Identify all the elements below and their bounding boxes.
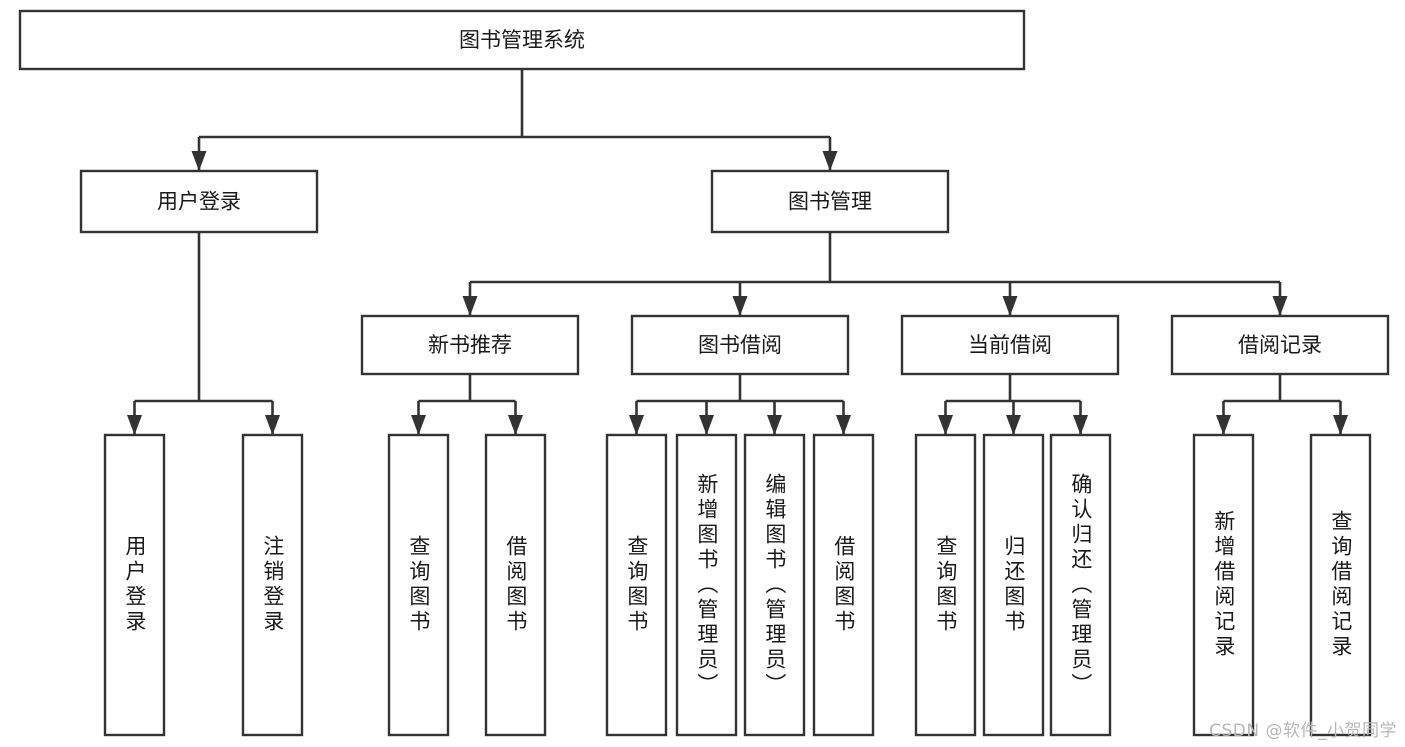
- node-box-leaf-logout[interactable]: [241, 433, 304, 737]
- arrow-head-book-borrow-3: [836, 415, 851, 435]
- arrow-head-current-borrow-2: [1073, 415, 1088, 435]
- arrow-head-user-login-0: [127, 415, 142, 435]
- node-box-leaf-query-record[interactable]: [1309, 433, 1372, 737]
- arrow-head-root-0: [191, 151, 207, 171]
- node-box-book-manage[interactable]: [710, 169, 950, 234]
- watermark-text: CSDN @软件_小贺同学: [1209, 721, 1397, 741]
- node-box-leaf-borrow-book-rec[interactable]: [484, 433, 547, 737]
- arrow-head-book-manage-2: [1002, 296, 1018, 316]
- node-box-new-book-rec[interactable]: [360, 314, 580, 376]
- node-label-book-manage: 图书管理: [788, 190, 872, 214]
- arrow-head-borrow-record-1: [1333, 415, 1348, 435]
- node-box-leaf-query-book-borrow[interactable]: [605, 433, 668, 737]
- node-box-book-borrow[interactable]: [630, 314, 850, 376]
- node-label-new-book-rec: 新书推荐: [428, 333, 512, 357]
- arrow-head-user-login-1: [265, 415, 280, 435]
- node-box-leaf-query-book-rec[interactable]: [387, 433, 450, 737]
- arrow-head-root-1: [822, 151, 838, 171]
- node-label-book-borrow: 图书借阅: [698, 333, 782, 357]
- node-box-leaf-query-book-current[interactable]: [914, 433, 977, 737]
- node-label-borrow-record: 借阅记录: [1238, 333, 1322, 357]
- arrow-head-new-book-rec-0: [411, 415, 426, 435]
- node-label-current-borrow: 当前借阅: [968, 333, 1052, 357]
- arrow-head-book-borrow-2: [767, 415, 782, 435]
- arrow-head-current-borrow-0: [938, 415, 953, 435]
- arrow-head-book-manage-3: [1272, 296, 1288, 316]
- node-box-leaf-add-book[interactable]: [675, 433, 738, 737]
- arrow-head-book-manage-1: [732, 296, 748, 316]
- arrow-head-book-manage-0: [462, 296, 478, 316]
- arrow-head-new-book-rec-1: [508, 415, 523, 435]
- arrow-head-book-borrow-0: [629, 415, 644, 435]
- connector-layer: [127, 69, 1348, 435]
- arrow-head-book-borrow-1: [699, 415, 714, 435]
- node-box-leaf-edit-book[interactable]: [743, 433, 806, 737]
- node-box-borrow-record[interactable]: [1170, 314, 1390, 376]
- node-box-leaf-return-book[interactable]: [982, 433, 1045, 737]
- node-box-user-login[interactable]: [79, 169, 319, 234]
- node-box-leaf-confirm-return[interactable]: [1049, 433, 1112, 737]
- node-box-leaf-add-record[interactable]: [1192, 433, 1255, 737]
- node-box-leaf-borrow-book[interactable]: [812, 433, 875, 737]
- arrow-head-current-borrow-1: [1006, 415, 1021, 435]
- arrow-head-borrow-record-0: [1216, 415, 1231, 435]
- node-box-current-borrow[interactable]: [900, 314, 1120, 376]
- node-label-root: 图书管理系统: [459, 28, 585, 52]
- node-label-user-login: 用户登录: [157, 190, 241, 214]
- node-box-leaf-user-login[interactable]: [103, 433, 166, 737]
- node-box-root[interactable]: [18, 9, 1026, 71]
- node-box-layer: [18, 9, 1390, 737]
